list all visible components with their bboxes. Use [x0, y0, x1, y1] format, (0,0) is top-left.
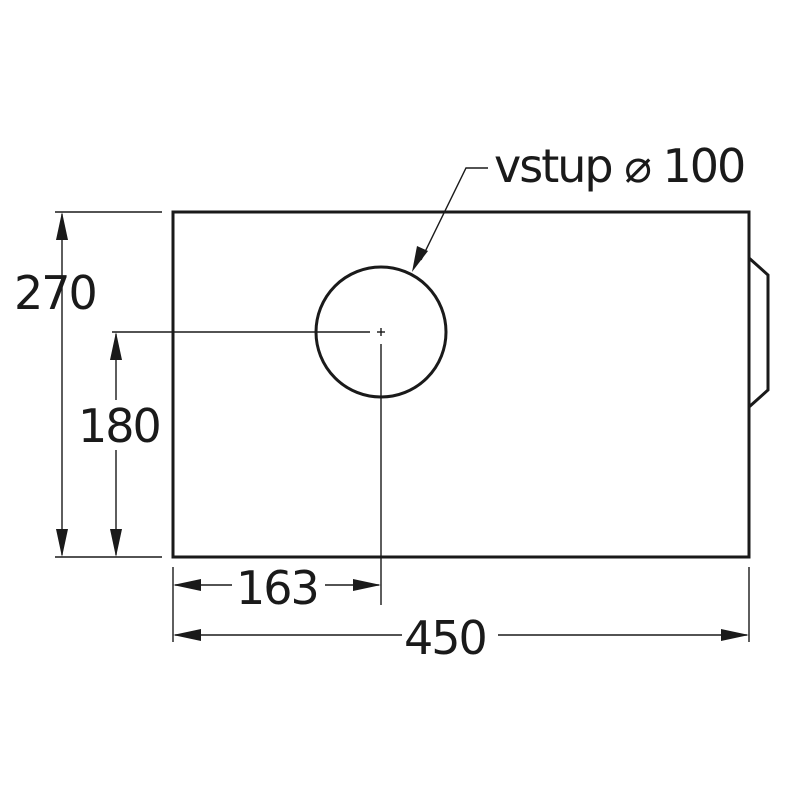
dimension-270: 270 — [14, 212, 98, 557]
dim-label-180: 180 — [78, 399, 160, 453]
dim-label-450: 450 — [404, 611, 486, 665]
dimension-450: 450 — [173, 611, 749, 665]
side-bracket — [747, 256, 770, 409]
dim-label-163: 163 — [236, 561, 318, 615]
dimension-180: 180 — [78, 332, 162, 557]
dimension-163: 163 — [173, 561, 381, 615]
inlet-leader: vstup ⌀ 100 — [412, 139, 746, 272]
inlet-label: vstup ⌀ 100 — [494, 139, 744, 193]
dim-label-270: 270 — [14, 266, 96, 320]
housing-outline — [171, 210, 751, 559]
center-mark — [377, 328, 385, 336]
